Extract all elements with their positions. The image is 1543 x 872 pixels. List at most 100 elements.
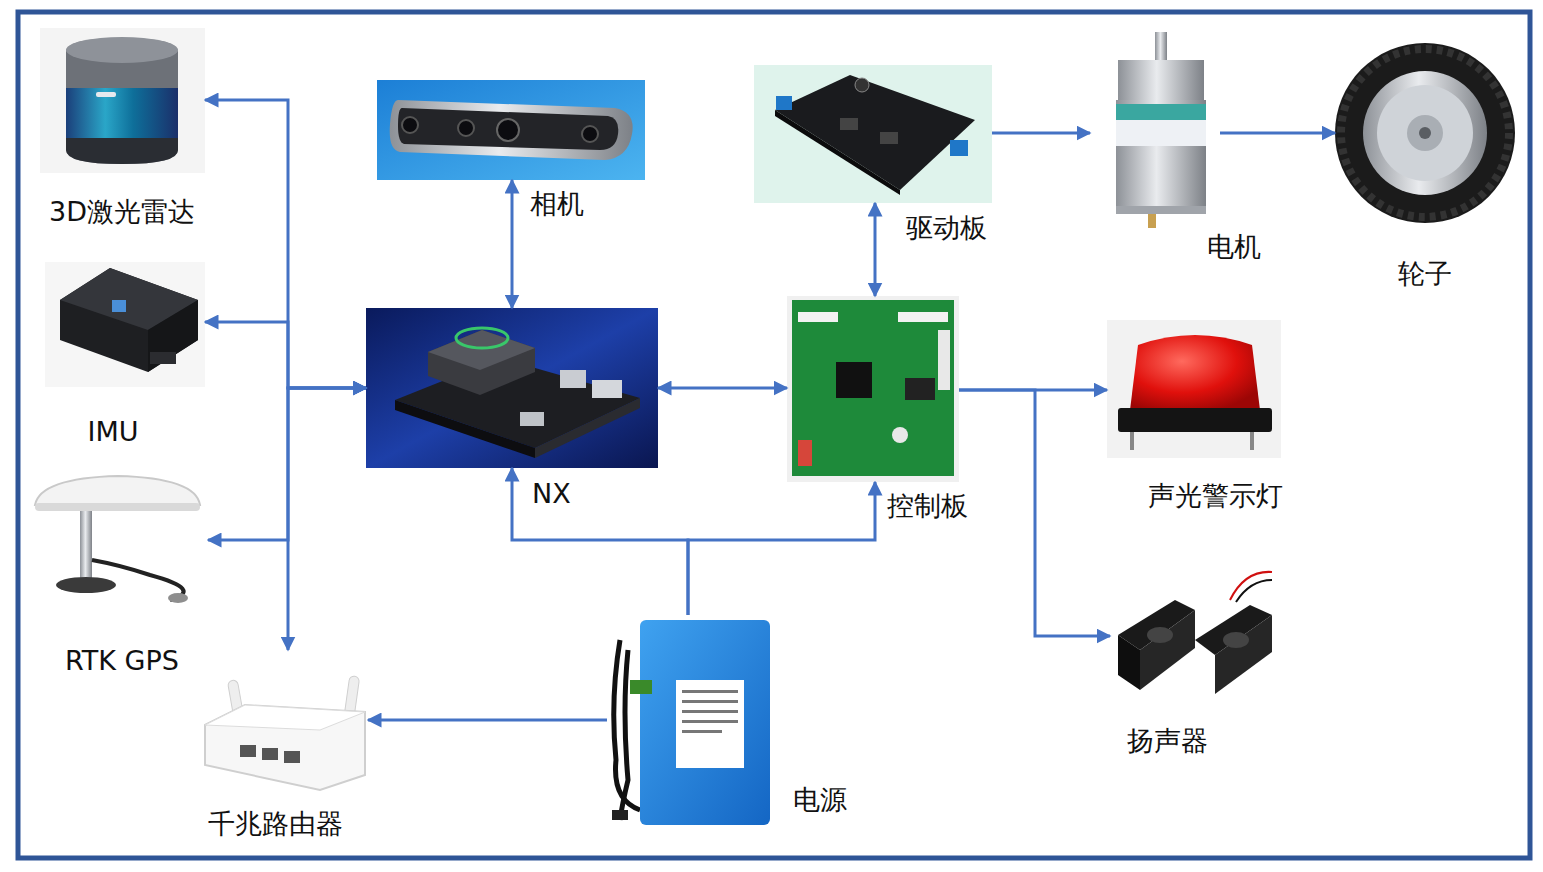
- driver-board-picture-part: [880, 132, 898, 144]
- driver-board-picture-part: [775, 110, 900, 195]
- battery-picture-part: [612, 810, 628, 820]
- router-picture-part: [284, 751, 300, 763]
- warning-light-node: 声光警示灯: [1107, 320, 1281, 458]
- motor-picture-part: [1148, 214, 1156, 228]
- component-label: 声光警示灯: [1148, 480, 1283, 512]
- wheel-picture-part: [1335, 43, 1515, 223]
- control-board-picture-part: [898, 312, 948, 322]
- warning-light-picture: [1107, 320, 1281, 458]
- imu-node: IMU: [45, 262, 205, 387]
- nx-picture-part: [428, 330, 535, 370]
- wheel-node: 轮子: [1335, 25, 1515, 240]
- wheel-picture-part: [1363, 71, 1487, 195]
- gps-picture-part: [80, 511, 92, 581]
- router-picture-part: [205, 705, 365, 790]
- gps-node: RTK GPS: [28, 476, 208, 602]
- battery-picture-part: [630, 680, 652, 694]
- battery-picture-part: [682, 690, 738, 693]
- driver-board-picture: [754, 65, 992, 203]
- component-label: IMU: [87, 416, 138, 448]
- component-label: 控制板: [887, 490, 968, 522]
- camera-picture-part: [377, 80, 645, 180]
- component-label: RTK GPS: [65, 645, 179, 677]
- imu-picture-part: [150, 352, 176, 364]
- connector-arrow: [205, 322, 366, 388]
- camera-picture: [377, 80, 645, 180]
- connector-arrow: [205, 100, 366, 388]
- wheel-picture-part: [1341, 49, 1509, 217]
- motor-picture-part: [1116, 206, 1206, 214]
- router-node: 千兆路由器: [200, 650, 368, 792]
- driver-board-picture-part: [754, 65, 992, 203]
- control-board-picture-part: [787, 296, 959, 482]
- component-label: 驱动板: [906, 212, 987, 244]
- battery-picture-part: [682, 720, 738, 723]
- imu-picture-part: [112, 300, 126, 312]
- router-picture-part: [205, 705, 365, 730]
- control-board-picture-part: [798, 440, 812, 466]
- connector-arrow: [1220, 132, 1335, 135]
- nx-picture-part: [520, 412, 544, 426]
- motor-picture-part: [1155, 32, 1167, 62]
- component-label: 电源: [793, 784, 847, 816]
- camera-node: 相机: [377, 80, 645, 180]
- lidar-picture: [40, 28, 205, 173]
- camera-picture-part: [458, 120, 474, 136]
- motor-picture-part: [1116, 120, 1206, 146]
- connector-arrow: [512, 468, 688, 615]
- component-label: 扬声器: [1127, 725, 1208, 757]
- wheel-picture-part: [1407, 115, 1443, 151]
- warning-light-picture-part: [1250, 432, 1254, 450]
- component-label: 千兆路由器: [208, 808, 343, 840]
- component-label: 3D激光雷达: [49, 196, 195, 228]
- warning-light-picture-part: [1130, 335, 1260, 410]
- speaker-picture-part: [1223, 632, 1249, 648]
- nx-picture-part: [395, 400, 535, 458]
- gps-picture-part: [35, 503, 200, 511]
- connector-arrow: [288, 388, 366, 650]
- driver-board-picture-part: [776, 96, 792, 110]
- control-board-picture-part: [905, 378, 935, 400]
- control-board-picture-part: [792, 300, 954, 476]
- driver-board-picture-part: [950, 140, 968, 156]
- motor-picture-part: [1116, 104, 1206, 120]
- router-picture-part: [262, 748, 278, 760]
- connector-arrow: [959, 390, 1110, 636]
- wheel-picture-part: [1419, 127, 1431, 139]
- component-label: 相机: [530, 188, 584, 220]
- speaker-node: 扬声器: [1110, 555, 1275, 705]
- driver-board-picture-part: [840, 118, 858, 130]
- connector-arrow: [511, 180, 514, 308]
- gps-picture-part: [56, 577, 116, 593]
- speaker-picture-part: [1215, 615, 1272, 694]
- battery-picture-part: [682, 700, 738, 703]
- control-board-picture-part: [798, 312, 838, 322]
- nx-picture-part: [456, 328, 508, 348]
- camera-picture-part: [497, 119, 519, 141]
- component-label: 轮子: [1398, 258, 1452, 290]
- battery-picture: [612, 620, 770, 825]
- component-label: NX: [532, 478, 571, 510]
- warning-light-picture-part: [1130, 432, 1134, 450]
- camera-picture-part: [582, 126, 598, 142]
- camera-picture-part: [390, 100, 633, 160]
- battery-picture-part: [682, 710, 738, 713]
- battery-picture-part: [676, 680, 744, 768]
- speaker-picture-part: [1147, 627, 1173, 643]
- nx-picture-part: [535, 398, 640, 458]
- lidar-picture-part: [66, 38, 178, 164]
- nx-picture-part: [366, 308, 658, 468]
- wheel-picture: [1335, 43, 1515, 223]
- control-board-picture-part: [892, 427, 908, 443]
- router-picture-part: [240, 745, 256, 757]
- component-label: 电机: [1207, 231, 1261, 263]
- connector-arrow: [992, 132, 1090, 135]
- control-board-picture-part: [836, 362, 872, 398]
- driver-board-node: 驱动板: [754, 65, 992, 203]
- page-frame: [18, 12, 1530, 858]
- warning-light-picture-part: [1118, 408, 1272, 432]
- gps-picture-part: [92, 560, 184, 600]
